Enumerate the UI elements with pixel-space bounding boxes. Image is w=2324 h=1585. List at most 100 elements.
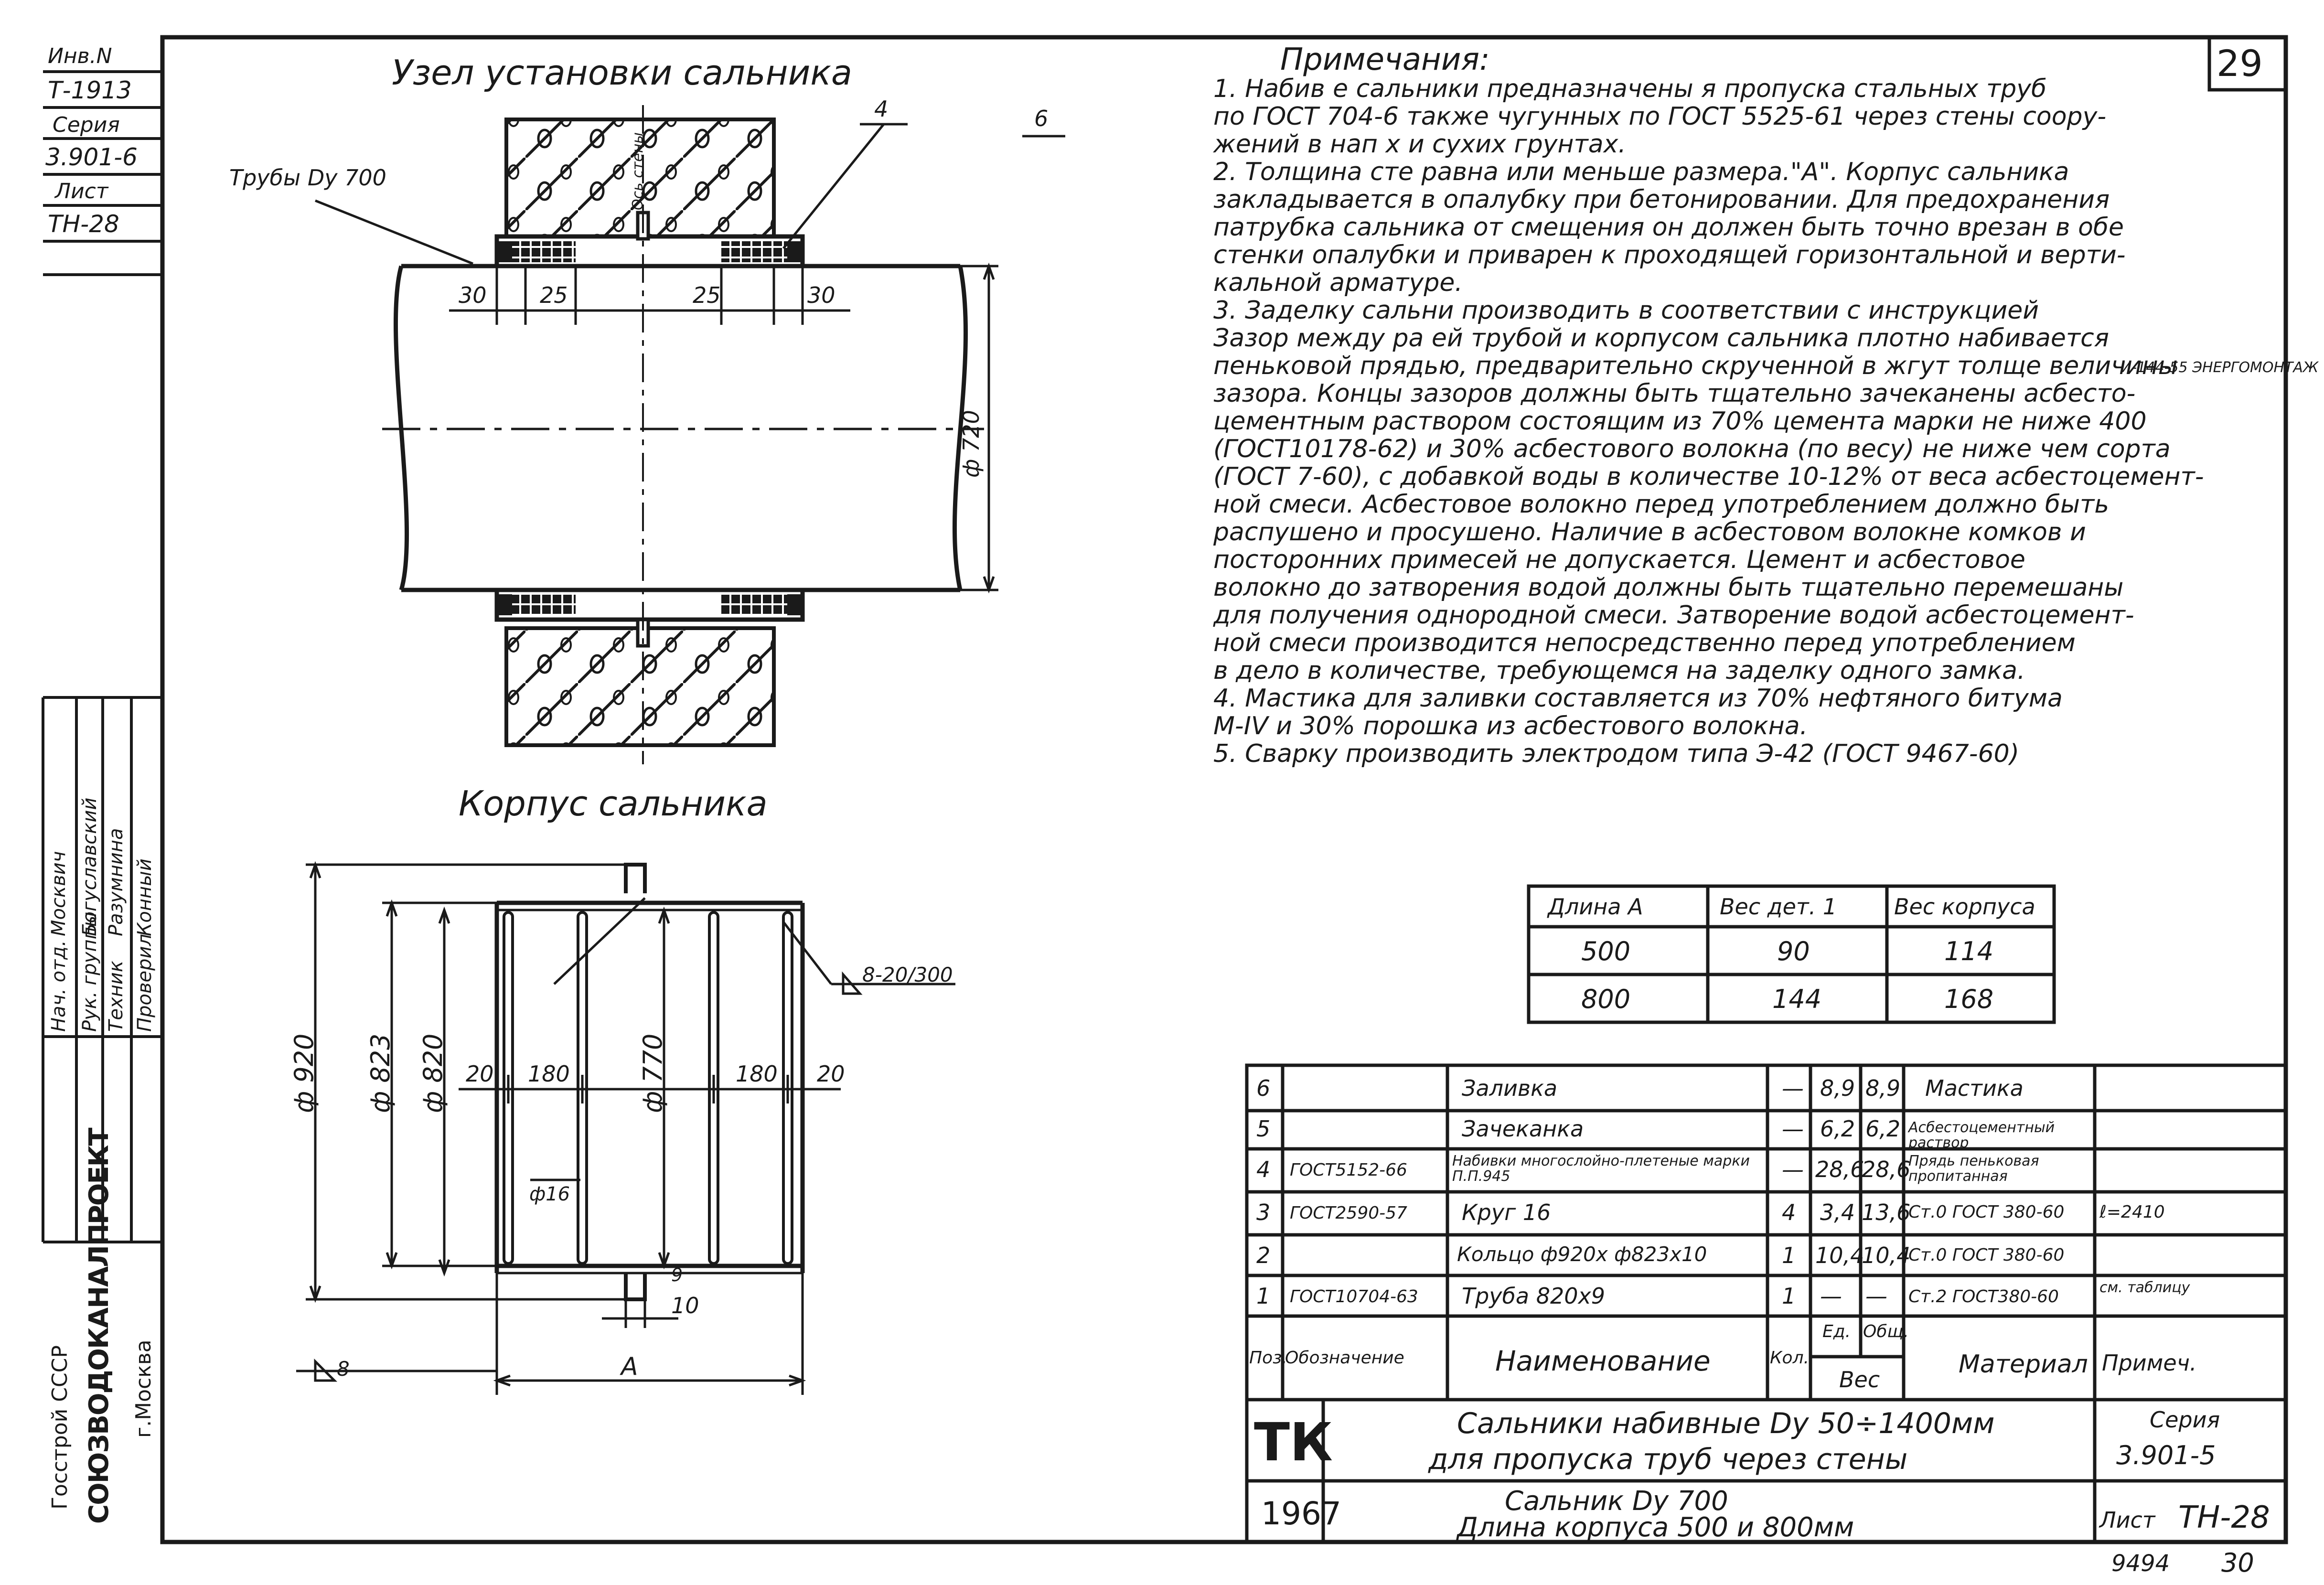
title-block-code: ТК [1254, 1412, 1333, 1473]
weld-symbol-8-20-300: 8-20/300 [862, 963, 953, 986]
signature-role-1: Нач. отд. [48, 940, 70, 1032]
note-line: (ГОСТ10178-62) и 30% асбестового волокна… [1213, 435, 2171, 463]
assembly-dimension-lines [315, 123, 1065, 594]
dim-d16: ф16 [529, 1183, 570, 1205]
note-line: 2. Толщина сте равна или меньше размера.… [1213, 158, 2069, 186]
spec-material: Прядь пеньковая пропитанная [1908, 1153, 2039, 1185]
inv-label: Инв.N [48, 44, 112, 68]
packing-top-right [721, 241, 793, 262]
spec-material: Ст.0 ГОСТ 380-60 [1908, 1202, 2065, 1222]
title-block-series-label: Серия [2150, 1407, 2220, 1433]
weld-symbol-8: 8 [337, 1357, 350, 1381]
dim-length-A: А [621, 1352, 638, 1381]
spec-designation: ГОСТ5152-66 [1290, 1160, 1407, 1180]
spec-material: Мастика [1925, 1075, 2024, 1101]
notes-title: Примечания: [1280, 42, 1490, 77]
assembly-title: Узел установки сальника [392, 53, 852, 93]
weights-cell: 500 [1581, 936, 1631, 966]
spec-total-weight: 28,6 [1862, 1157, 1911, 1182]
note-line: пеньковой прядью, предварительно скручен… [1213, 352, 2178, 380]
spec-qty: — [1782, 1075, 1804, 1101]
spec-qty: — [1782, 1116, 1804, 1142]
spec-total-weight: 10,4 [1862, 1242, 1911, 1268]
sheet-label: Лист [55, 179, 108, 203]
dim-d920: ф 920 [289, 1033, 319, 1113]
note-line: закладывается в опалубку при бетонирован… [1213, 185, 2110, 214]
spec-pos: 3 [1256, 1199, 1271, 1225]
spec-total-weight: 13,6 [1862, 1199, 1911, 1225]
note-line: посторонних примесей не допускается. Цем… [1213, 546, 2025, 574]
spec-header-total-weight: Общ. [1863, 1322, 1909, 1341]
dim-left-20: 20 [466, 1061, 494, 1087]
spec-unit-weight: 6,2 [1820, 1116, 1855, 1142]
spec-header-designation: Обозначение [1285, 1348, 1404, 1368]
title-block-sheet-label: Лист [2099, 1507, 2155, 1533]
sheet-number: 29 [2217, 42, 2263, 85]
note-line: для получения однородной смеси. Затворен… [1213, 601, 2134, 630]
spec-header-name: Наименование [1495, 1345, 1711, 1377]
spec-total-weight: 6,2 [1865, 1116, 1901, 1142]
dim-left-25: 25 [540, 282, 568, 308]
packing-bottom-left [504, 594, 576, 615]
title-block-subtitle-line1: Сальник Dy 700 [1505, 1486, 1728, 1517]
spec-total-weight: 8,9 [1865, 1075, 1901, 1101]
note-line: стенки опалубки и приварен к проходящей … [1213, 241, 2126, 269]
weights-header-detail: Вес дет. 1 [1720, 894, 1837, 920]
leader-label-4: 4 [874, 96, 889, 122]
note-line: патрубка сальника от смещения он должен … [1213, 213, 2124, 242]
weights-table-grid [1527, 884, 2056, 1024]
institute-label: СОЮЗВОДОКАНАЛПРОЕКТ [84, 1128, 115, 1524]
packing-top-left [504, 241, 576, 262]
spec-qty: 1 [1782, 1283, 1796, 1309]
spec-header-note: Примеч. [2102, 1350, 2197, 1376]
page-number: 30 [2221, 1548, 2254, 1578]
title-block-sheet-value: ТН-28 [2178, 1500, 2270, 1535]
note-line: 5. Сварку производить электродом типа Э-… [1213, 739, 2020, 768]
spec-header-pos: Поз. [1249, 1348, 1287, 1368]
spec-note: ℓ=2410 [2099, 1202, 2165, 1222]
note-line: волокно до затворения водой должны быть … [1213, 573, 2124, 602]
note-line: кальной арматуре. [1213, 268, 1463, 297]
spec-material: Ст.0 ГОСТ 380-60 [1908, 1245, 2065, 1265]
spec-qty: — [1782, 1157, 1804, 1182]
weights-cell: 114 [1944, 936, 1994, 966]
dim-left-30: 30 [459, 282, 487, 308]
city-label: г.Москва [131, 1339, 156, 1438]
title-block-title-line1: Сальники набивные Dy 50÷1400мм [1457, 1407, 1995, 1440]
weights-cell: 168 [1944, 984, 1994, 1014]
dim-right-30: 30 [807, 282, 835, 308]
dim-d770: ф 770 [638, 1033, 668, 1113]
series-label: Серия [53, 113, 120, 137]
note-line: 3. Заделку сальни производить в соответс… [1213, 296, 2039, 325]
archive-number: 9494 [2111, 1550, 2170, 1577]
spec-material: Ст.2 ГОСТ380-60 [1908, 1287, 2059, 1307]
spec-name: Зачеканка [1462, 1116, 1584, 1142]
note-line: Зазор между ра ей трубой и корпусом саль… [1213, 324, 2110, 353]
spec-qty: 4 [1782, 1199, 1796, 1225]
spec-unit-weight: 8,9 [1820, 1075, 1855, 1101]
dim-gap-10: 10 [671, 1293, 699, 1318]
spec-name: Круг 16 [1462, 1199, 1551, 1225]
spec-header-material: Материал [1959, 1350, 2088, 1379]
weights-header-body: Вес корпуса [1894, 894, 2035, 920]
signature-name-3: Разумнина [105, 828, 127, 936]
spec-pos: 6 [1256, 1075, 1271, 1101]
note-line: (ГОСТ 7-60), с добавкой воды в количеств… [1213, 462, 2204, 491]
note-line: ной смеси. Асбестовое волокно перед упот… [1213, 490, 2109, 519]
note-line: 1. Набив е сальники предназначены я проп… [1213, 75, 2047, 103]
spec-pos: 2 [1256, 1242, 1271, 1268]
spec-qty: 1 [1782, 1242, 1796, 1268]
title-block-series-value: 3.901-5 [2116, 1440, 2216, 1470]
sheet-number-box [2207, 35, 2288, 92]
spec-pos: 5 [1256, 1116, 1271, 1142]
sheet-value: ТН-28 [48, 210, 119, 238]
spec-name: Кольцо ф920х ф823х10 [1457, 1242, 1707, 1266]
ministry-label: Госстрой СССР [48, 1345, 72, 1510]
weights-cell: 144 [1772, 984, 1822, 1014]
spec-total-weight: — [1865, 1283, 1887, 1309]
note-line: цементным раствором состоящим из 70% цем… [1213, 407, 2147, 436]
dim-d720: ф 720 [958, 410, 984, 478]
signature-name-2: Богуславский [79, 797, 101, 936]
leader-label-6: 6 [1034, 106, 1049, 131]
